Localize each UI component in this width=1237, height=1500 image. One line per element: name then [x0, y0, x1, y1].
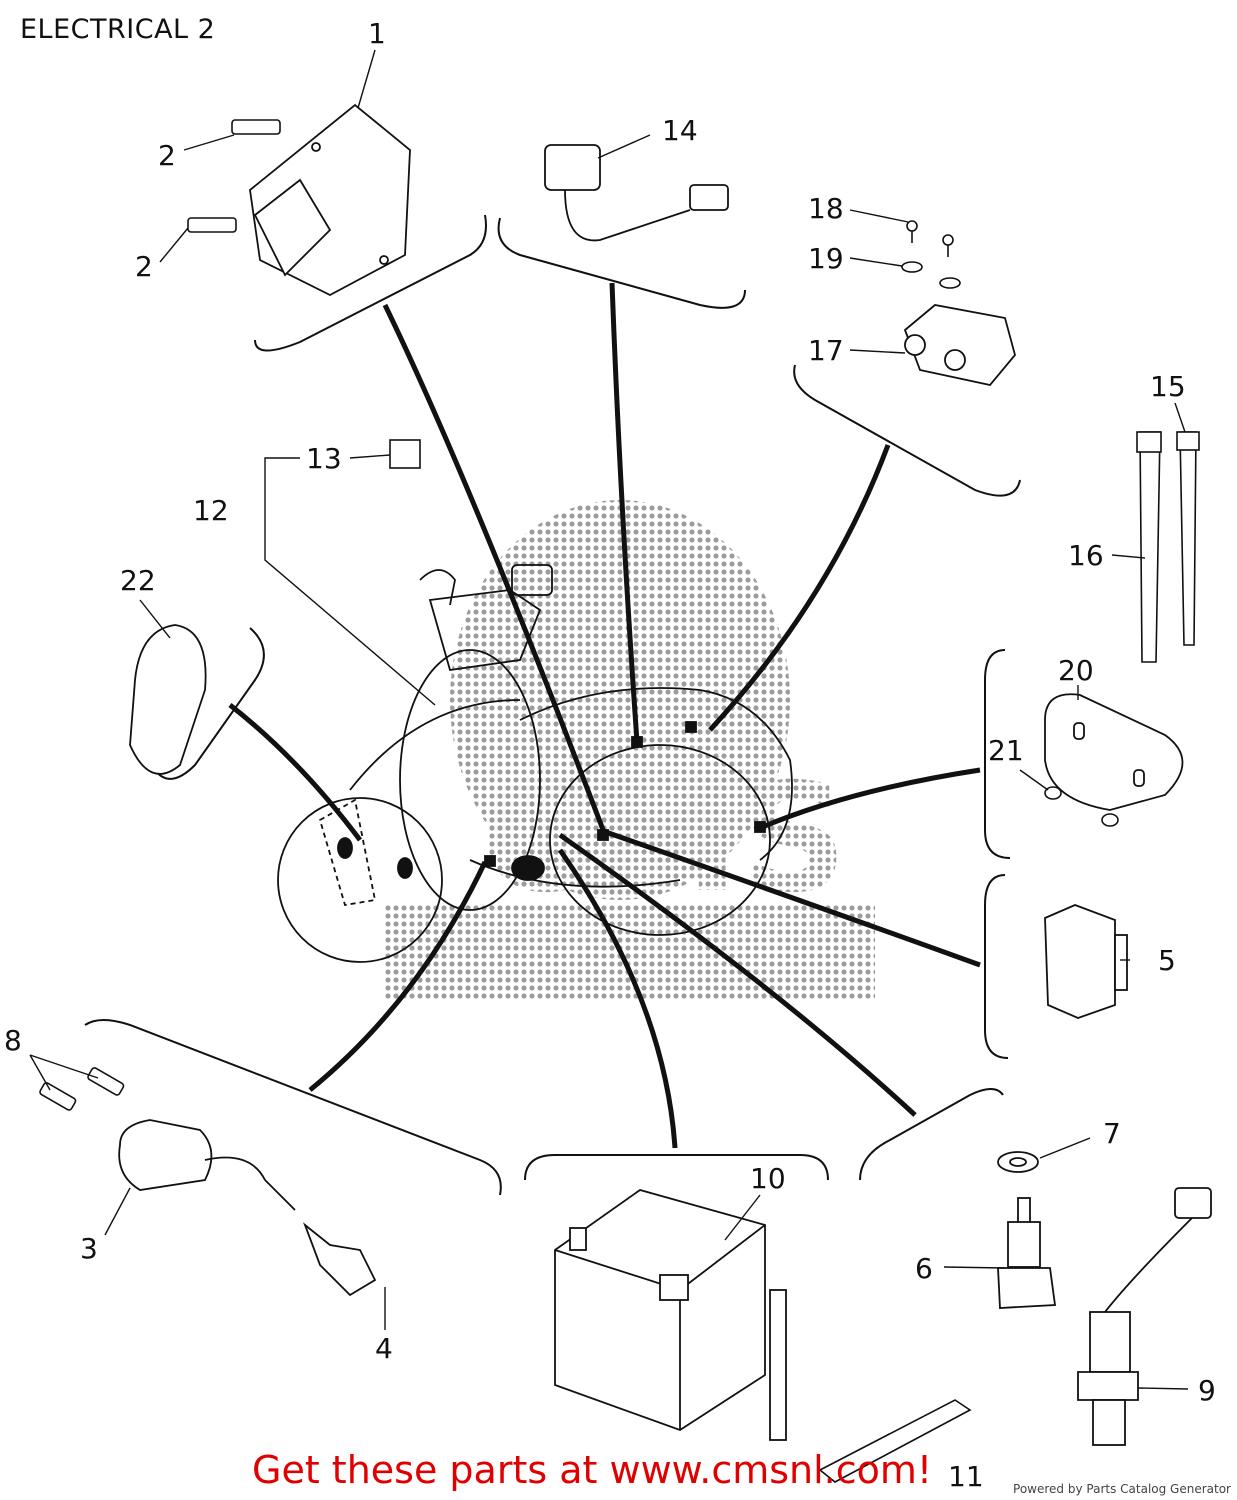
callout-22: 22 — [120, 564, 156, 597]
group-brackets — [84, 214, 1021, 1196]
part-10-battery — [554, 1189, 787, 1441]
part-2-bolts — [187, 119, 281, 233]
part-5-relay — [1044, 904, 1128, 1019]
callout-7: 7 — [1103, 1117, 1121, 1150]
bracket-22 — [154, 627, 265, 780]
part-20-plate — [1044, 693, 1184, 811]
callout-13: 13 — [306, 442, 342, 475]
powered-by-text: Powered by Parts Catalog Generator — [1013, 1482, 1231, 1496]
cta-link[interactable]: Get these parts at www.cmsnl.com! — [252, 1448, 933, 1492]
part-17-bracket — [903, 304, 1016, 386]
callout-20: 20 — [1058, 654, 1094, 687]
callout-1: 1 — [368, 17, 386, 50]
part-18-19-screws — [901, 220, 961, 289]
part-6-switch — [997, 1197, 1057, 1309]
callout-9: 9 — [1198, 1374, 1216, 1407]
part-11-strap — [818, 1399, 972, 1483]
callout-leaders — [29, 49, 1189, 1390]
part-14-sensor — [544, 144, 729, 242]
bracket-14 — [497, 217, 746, 309]
part-1-cdi-unit — [249, 103, 411, 297]
bracket-17 — [793, 364, 1021, 497]
part-15-16-cable-ties — [1136, 431, 1200, 663]
harness-leaders — [228, 282, 981, 1149]
part-4-plug-cap — [303, 1222, 377, 1297]
callout-5: 5 — [1158, 944, 1176, 977]
callout-11: 11 — [948, 1460, 984, 1493]
callout-10: 10 — [750, 1162, 786, 1195]
callout-18: 18 — [808, 192, 844, 225]
bracket-5 — [984, 874, 1009, 1059]
callout-17: 17 — [808, 334, 844, 367]
bracket-10 — [524, 1154, 829, 1181]
part-22-cover — [129, 624, 207, 775]
part-13-fuse — [389, 439, 421, 469]
part-9-o2-sensor — [1077, 1187, 1212, 1446]
watermark: CMS — [385, 500, 875, 1000]
part-3-ignition-coil — [118, 1119, 296, 1211]
bracket-3 — [84, 1019, 502, 1196]
callout-8: 8 — [4, 1024, 22, 1057]
callout-14: 14 — [662, 114, 698, 147]
bracket-20 — [984, 649, 1011, 859]
callout-2a: 2 — [158, 139, 176, 172]
part-8-bolts — [39, 1067, 125, 1111]
bracket-7 — [859, 1088, 1004, 1181]
callout-21: 21 — [988, 734, 1024, 767]
callout-4: 4 — [375, 1332, 393, 1365]
scooter-sketch — [277, 564, 793, 963]
part-7-washer — [997, 1151, 1039, 1173]
callout-19: 19 — [808, 242, 844, 275]
callout-12: 12 — [193, 494, 229, 527]
callout-2b: 2 — [135, 250, 153, 283]
callout-6: 6 — [915, 1252, 933, 1285]
callout-labels: 1 2 2 3 4 5 6 7 8 9 10 11 12 13 14 15 16… — [4, 17, 1216, 1493]
part-21-nuts — [1044, 786, 1119, 827]
page-title: ELECTRICAL 2 — [20, 14, 216, 45]
bracket-1 — [254, 214, 487, 352]
callout-15: 15 — [1150, 370, 1186, 403]
callout-3: 3 — [80, 1232, 98, 1265]
callout-16: 16 — [1068, 539, 1104, 572]
